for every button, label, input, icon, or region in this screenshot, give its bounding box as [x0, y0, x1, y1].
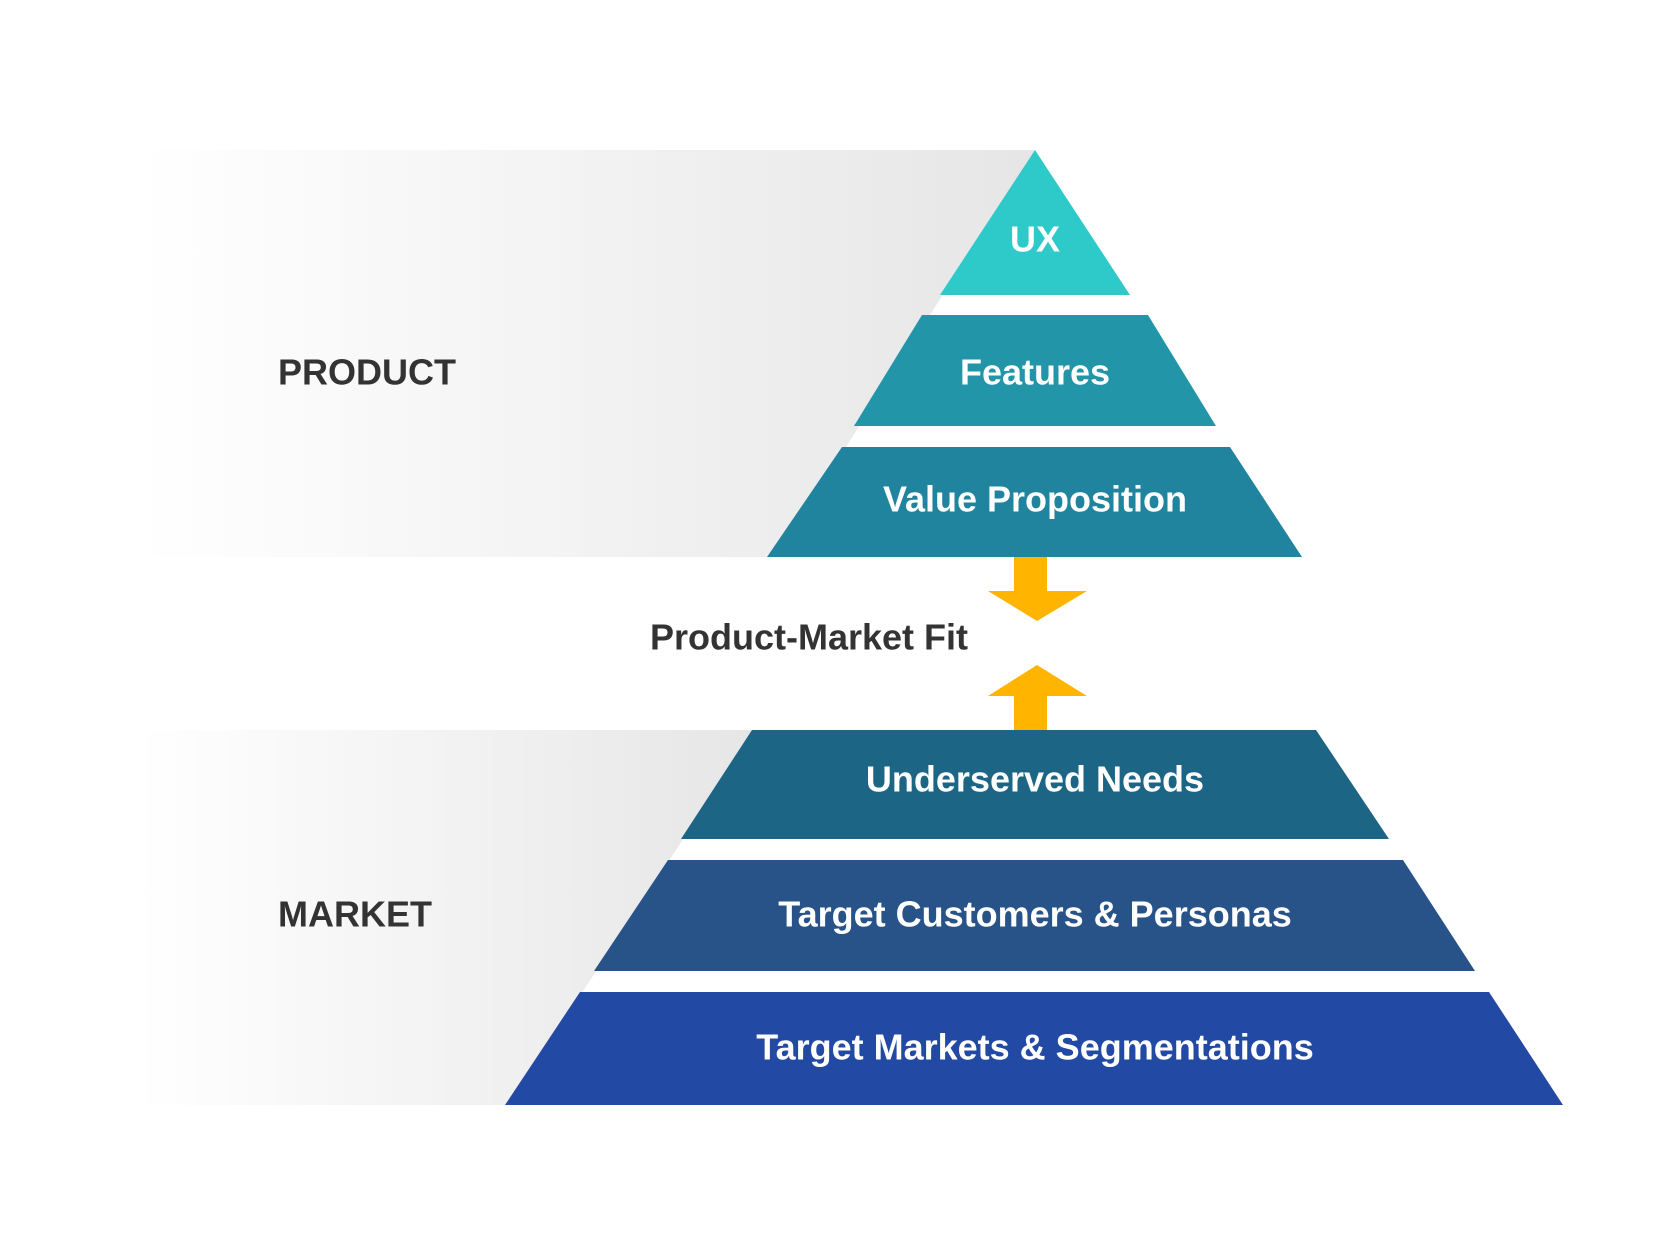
market-section-label: MARKET [278, 894, 432, 935]
layer-value-proposition-label: Value Proposition [883, 479, 1187, 520]
layer-underserved-needs-label: Underserved Needs [866, 759, 1204, 800]
layer-target-customers-label: Target Customers & Personas [778, 894, 1292, 935]
layer-ux-shape [940, 150, 1130, 295]
layer-ux-label: UX [1010, 219, 1060, 260]
layer-value-proposition-shape [767, 447, 1302, 557]
layer-features-shape [854, 315, 1216, 426]
down-arrow-icon [988, 557, 1087, 621]
layer-target-markets-label: Target Markets & Segmentations [756, 1027, 1313, 1068]
layer-target-customers-shape [594, 860, 1475, 971]
layer-target-markets-shape [505, 992, 1563, 1105]
market-section-band [138, 730, 755, 1105]
product-section-band [138, 150, 1035, 557]
product-section-label: PRODUCT [278, 352, 456, 393]
up-arrow-icon [988, 665, 1087, 730]
layer-underserved-needs-shape [681, 730, 1389, 839]
layer-features-label: Features [960, 352, 1110, 393]
product-market-fit-label: Product-Market Fit [650, 617, 968, 658]
